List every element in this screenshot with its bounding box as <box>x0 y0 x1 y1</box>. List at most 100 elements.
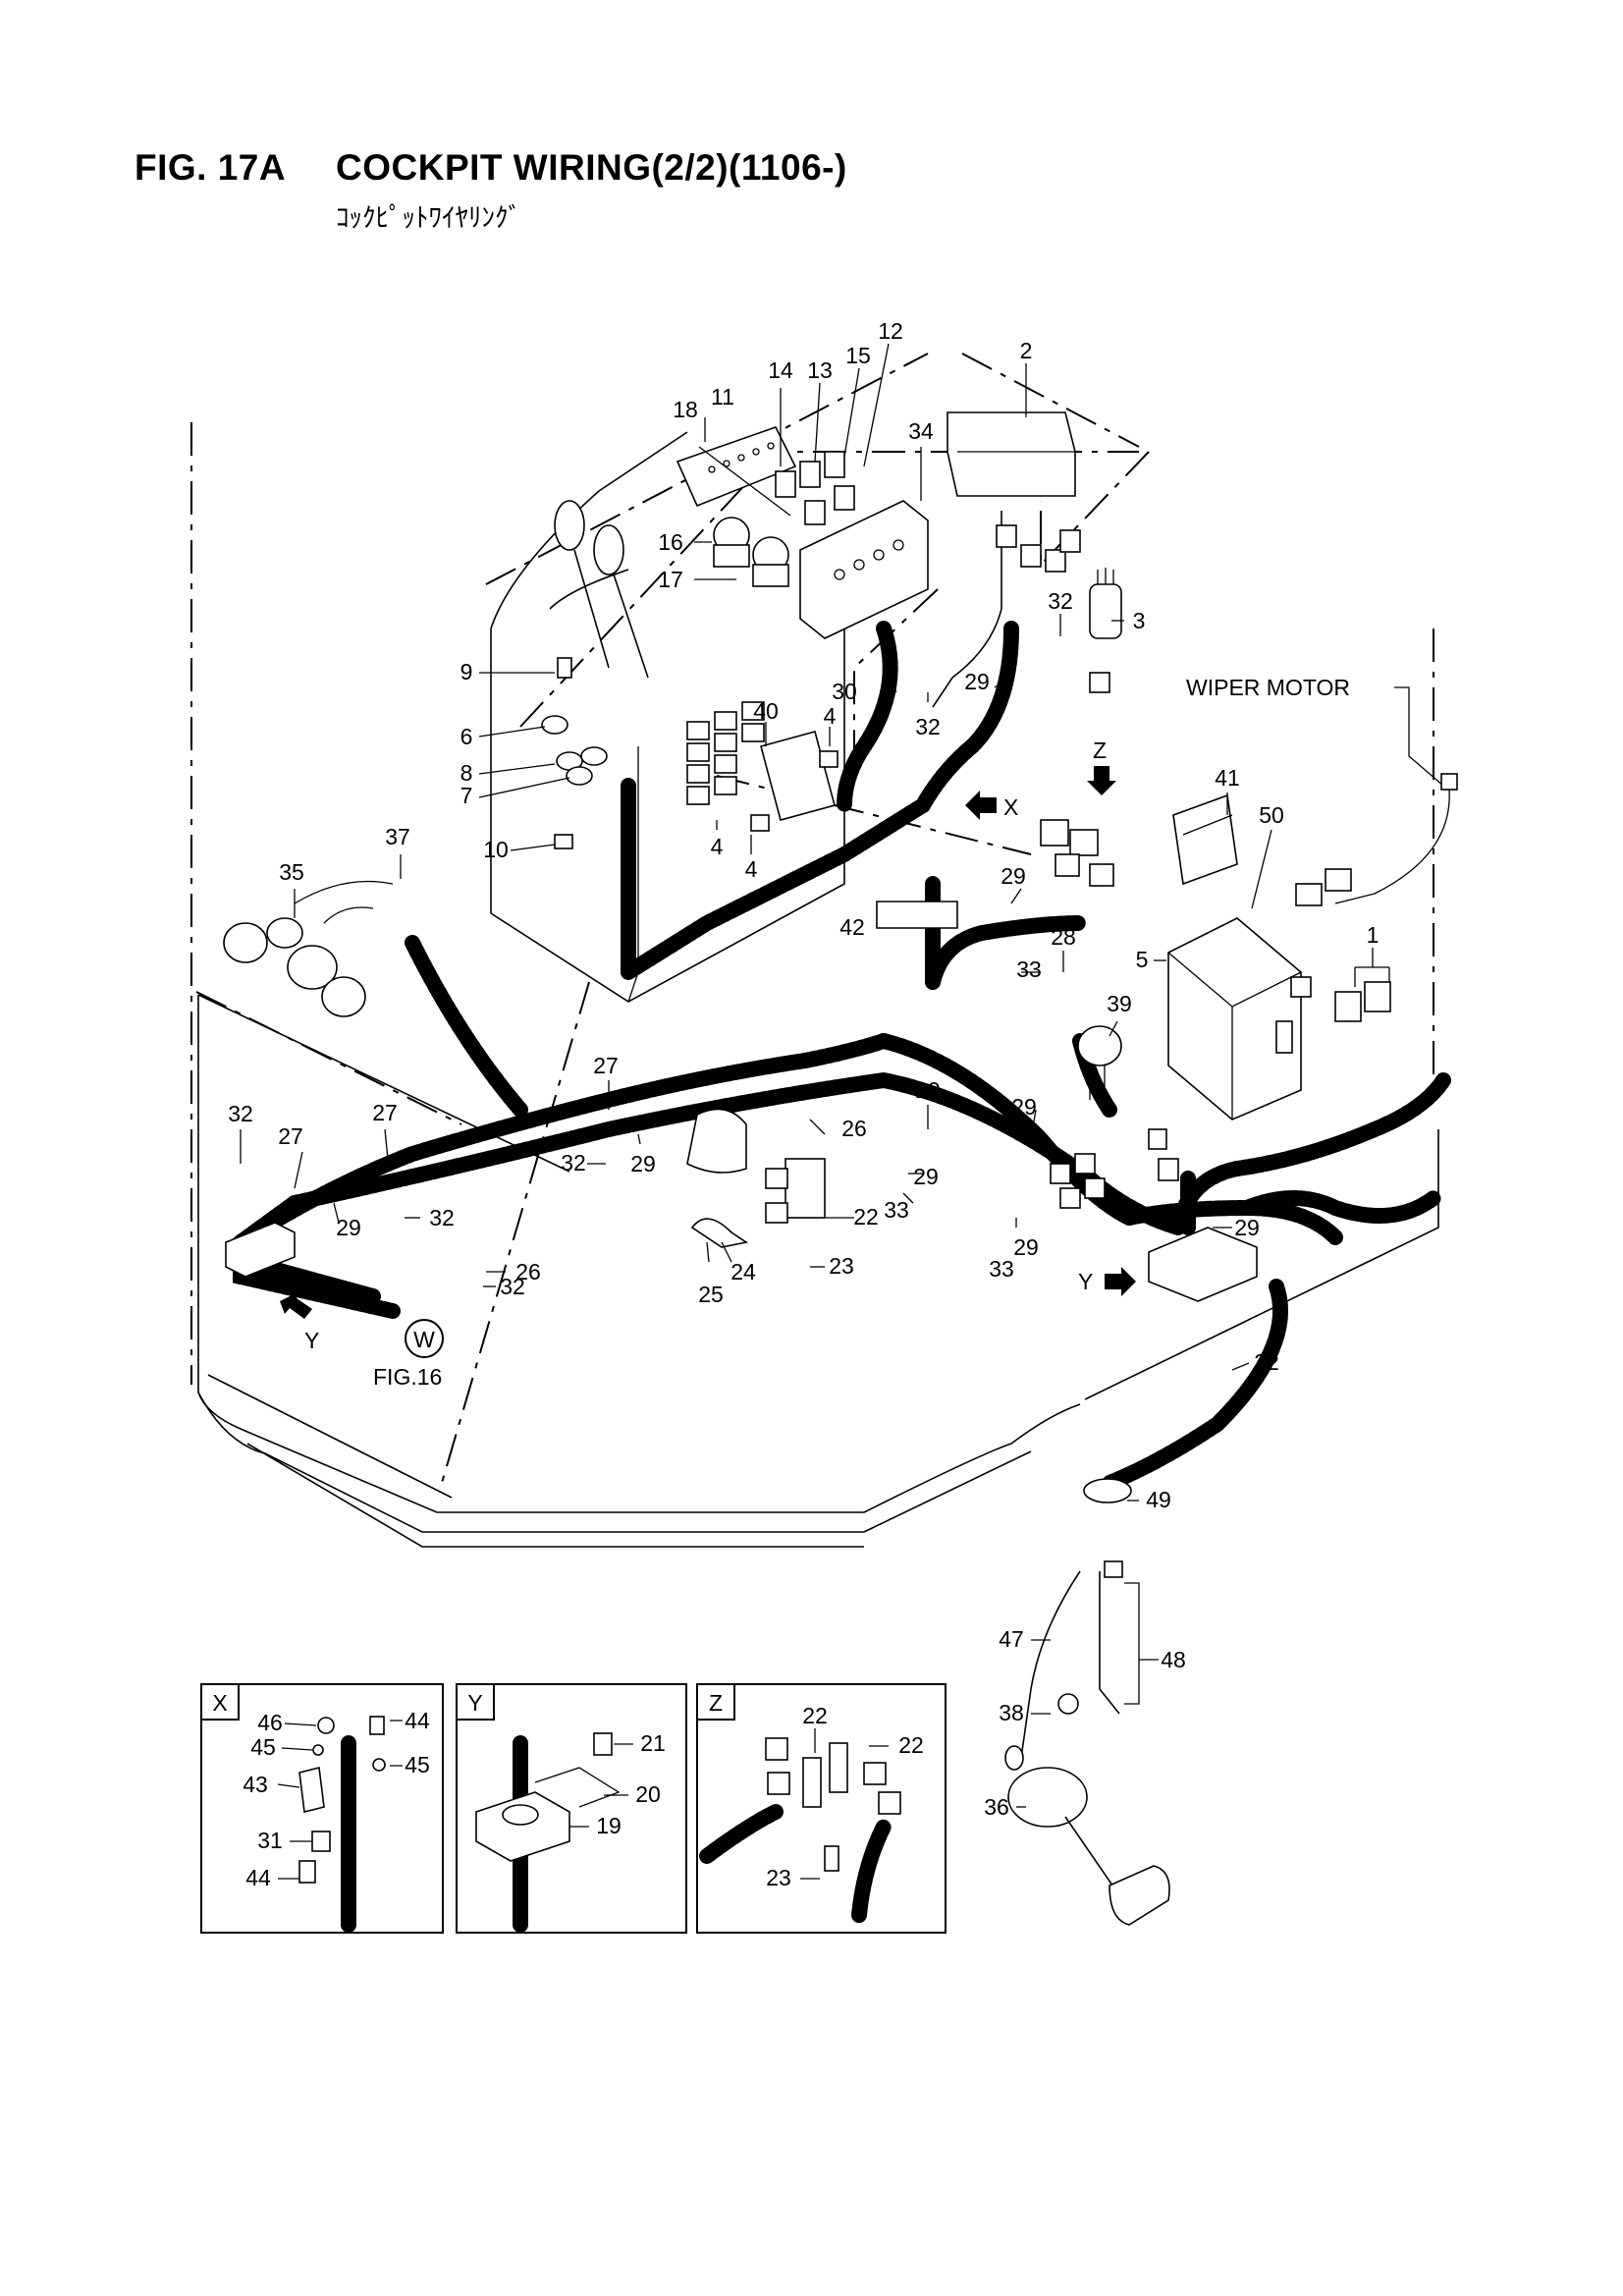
label-15: 15 <box>845 343 871 368</box>
detail-z-23: 23 <box>766 1865 791 1890</box>
detail-y-title: Y <box>467 1690 482 1716</box>
detail-x-43: 43 <box>243 1772 268 1797</box>
label-24: 24 <box>730 1259 756 1285</box>
part-buzzer-39 <box>1077 1025 1122 1100</box>
part-horn-relay-22 <box>686 1108 826 1224</box>
label-32-top: 32 <box>1048 588 1073 614</box>
detail-z-22a: 22 <box>802 1703 828 1728</box>
label-37: 37 <box>385 824 410 849</box>
label-29-left: 29 <box>336 1215 361 1240</box>
label-48: 48 <box>1161 1647 1186 1672</box>
part-connectors-top <box>996 524 1110 693</box>
label-10: 10 <box>483 837 509 862</box>
fig-ref-label: FIG.16 <box>373 1364 442 1390</box>
label-27-left: 27 <box>278 1123 303 1149</box>
label-22: 22 <box>853 1204 879 1230</box>
label-39: 39 <box>1107 991 1132 1016</box>
part-relay-block-4 <box>686 701 839 832</box>
detail-z-title: Z <box>709 1690 723 1716</box>
label-34: 34 <box>908 418 934 444</box>
label-47: 47 <box>999 1626 1024 1652</box>
label-38: 38 <box>999 1700 1024 1725</box>
label-4-right: 4 <box>745 856 758 882</box>
figure-name: COCKPIT WIRING(2/2)(1106-) <box>336 147 847 188</box>
figure-subtitle: ｺｯｸﾋﾟｯﾄﾜｲﾔﾘﾝｸﾞ <box>336 203 521 233</box>
label-33-top: 33 <box>1016 957 1042 982</box>
label-33-mid: 33 <box>884 1197 909 1223</box>
label-7: 7 <box>460 783 473 808</box>
view-x-label: X <box>1003 794 1018 820</box>
label-42: 42 <box>839 914 865 940</box>
label-14: 14 <box>768 357 793 383</box>
label-29-low: 29 <box>1013 1234 1039 1260</box>
label-5: 5 <box>1136 947 1149 972</box>
label-41: 41 <box>1215 765 1240 791</box>
label-32-rlow: 32 <box>1254 1349 1279 1375</box>
label-32-left: 32 <box>228 1101 253 1126</box>
label-29-mid3: 29 <box>913 1164 939 1189</box>
label-3: 3 <box>1133 608 1146 633</box>
fig-ref-circle <box>405 1319 444 1358</box>
detail-x-44b: 44 <box>245 1865 271 1890</box>
detail-box-y: Y 21 20 19 <box>456 1683 687 1934</box>
part-controller-41 <box>1172 793 1238 886</box>
label-1: 1 <box>1367 922 1380 948</box>
part-connectors-right <box>1050 1128 1179 1209</box>
detail-y-19: 19 <box>596 1813 622 1838</box>
part-switch-box <box>799 500 929 639</box>
view-y-label-left: Y <box>304 1328 319 1353</box>
detail-x-44a: 44 <box>405 1708 430 1733</box>
part-labels: 2 12 15 13 14 11 18 34 16 17 3 32 9 30 2… <box>228 318 1379 1820</box>
label-4-left: 4 <box>711 834 724 859</box>
label-13: 13 <box>807 357 833 383</box>
label-29-z: 29 <box>1001 863 1026 889</box>
view-y-label-right: Y <box>1078 1269 1093 1294</box>
label-40: 40 <box>753 698 779 724</box>
label-23: 23 <box>829 1253 854 1279</box>
leader-lines <box>240 343 1390 1808</box>
label-11: 11 <box>711 384 734 410</box>
part-ecu-5 <box>1167 917 1302 1121</box>
detail-y-20: 20 <box>635 1781 661 1807</box>
detail-box-z: Z 22 22 23 <box>696 1683 947 1934</box>
label-33-low: 33 <box>989 1256 1014 1282</box>
detail-x-45b: 45 <box>405 1752 430 1777</box>
part-clamp-24-25 <box>690 1218 749 1248</box>
detail-y-21: 21 <box>640 1730 666 1756</box>
label-25: 25 <box>698 1282 724 1307</box>
part-relays-1 <box>1290 868 1391 1022</box>
label-32-mid: 32 <box>915 714 941 739</box>
part-speakers-35 <box>223 880 394 1017</box>
part-mount-19 <box>225 1222 1258 1302</box>
label-18: 18 <box>673 397 698 422</box>
label-29-top: 29 <box>964 669 990 694</box>
label-32-left2: 32 <box>429 1205 455 1230</box>
part-relay-3 <box>1089 568 1122 639</box>
label-27-left2: 27 <box>372 1100 398 1125</box>
label-30: 30 <box>832 679 857 704</box>
detail-x-title: X <box>212 1690 227 1716</box>
figure-title: FIG. 17A COCKPIT WIRING(2/2)(1106-) <box>135 147 847 189</box>
part-control-panel <box>676 411 1076 508</box>
part-bracket-42 <box>876 901 958 929</box>
fig-ref-letter: W <box>413 1327 435 1352</box>
label-6: 6 <box>460 724 473 749</box>
figure-number: FIG. 17A <box>135 147 287 188</box>
label-4-top: 4 <box>824 703 837 729</box>
label-2: 2 <box>1020 338 1033 363</box>
detail-x-46: 46 <box>257 1710 283 1735</box>
label-8: 8 <box>460 760 473 786</box>
label-28: 28 <box>1051 924 1076 950</box>
label-29-right: 29 <box>1011 1094 1037 1120</box>
view-z-label: Z <box>1093 738 1107 763</box>
label-12: 12 <box>878 318 903 344</box>
label-26-low: 26 <box>515 1259 541 1285</box>
label-49: 49 <box>1146 1487 1171 1512</box>
part-joystick-levers <box>554 500 789 679</box>
part-connector-z <box>1040 819 1114 887</box>
detail-x-45a: 45 <box>250 1734 276 1760</box>
wire-harness <box>233 621 1451 1491</box>
part-bolts-6-7-8-9-10 <box>541 657 608 849</box>
label-17: 17 <box>658 567 683 592</box>
